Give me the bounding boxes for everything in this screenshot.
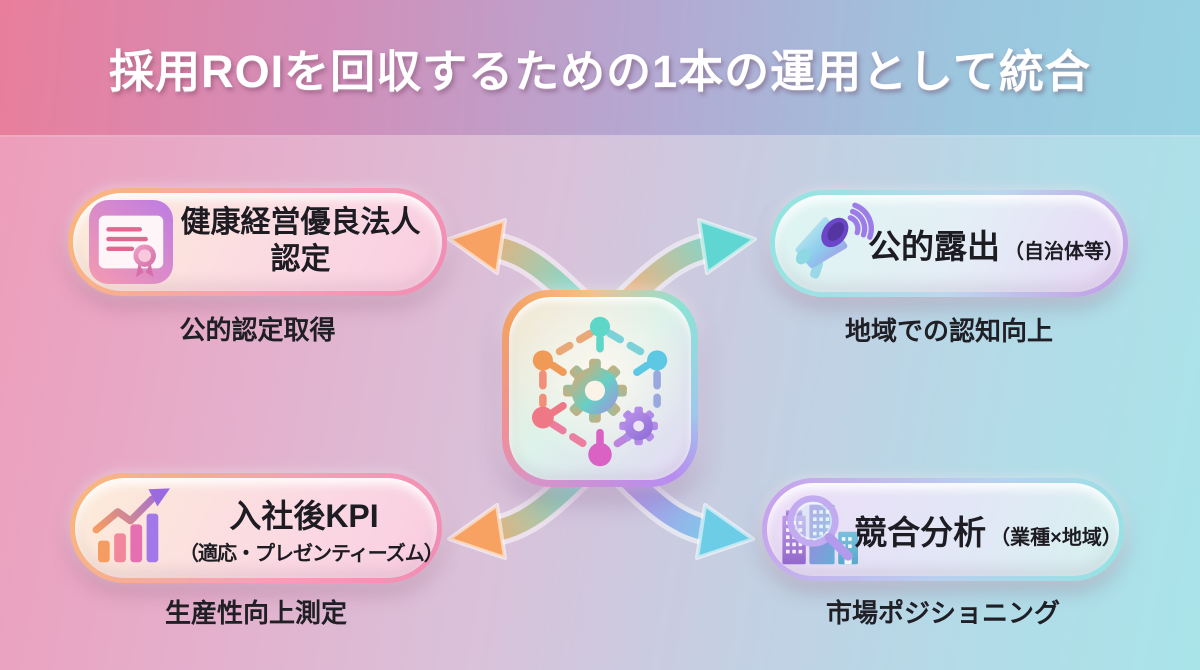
- card-title: 競合分析: [854, 513, 987, 551]
- arrow-bottom-left-icon: [447, 460, 594, 560]
- card-title-annotation: （自治体等）: [1004, 240, 1124, 263]
- card-competitor-analysis: 競合分析 （業種×地域）: [762, 478, 1124, 581]
- page-title: 採用ROIを回収するための1本の運用として統合: [109, 46, 1091, 97]
- megaphone-icon: [783, 196, 879, 292]
- card-competitor-analysis-caption: 市場ポジショニング: [825, 598, 1060, 628]
- header-band: 採用ROIを回収するための1本の運用として統合: [0, 0, 1200, 137]
- card-public-exposure-caption: 地域での認知向上: [844, 316, 1053, 346]
- card-public-exposure: 公的露出 （自治体等）: [770, 190, 1128, 297]
- card-title: 入社後KPI: [229, 497, 379, 534]
- card-title-line2: 認定: [270, 243, 331, 276]
- card-title-annotation: （適応・プレゼンティーズム）: [179, 542, 444, 565]
- card-title-annotation: （業種×地域）: [990, 526, 1122, 549]
- certificate-icon: [89, 200, 173, 284]
- card-post-hire-kpi-caption: 生産性向上測定: [164, 598, 347, 628]
- central-hub: [502, 290, 698, 487]
- bar-chart-icon: [89, 483, 179, 573]
- arrow-bottom-right-icon: [610, 460, 755, 560]
- card-certification-caption: 公的認定取得: [179, 315, 336, 345]
- card-post-hire-kpi: 入社後KPI （適応・プレゼンティーズム）: [70, 473, 444, 583]
- card-title: 公的露出: [868, 227, 1000, 265]
- network-gears-icon: [531, 316, 668, 466]
- search-buildings-icon: [777, 485, 867, 575]
- card-title: 健康経営優良法人: [180, 206, 421, 240]
- card-certification: 健康経営優良法人 認定: [68, 188, 447, 296]
